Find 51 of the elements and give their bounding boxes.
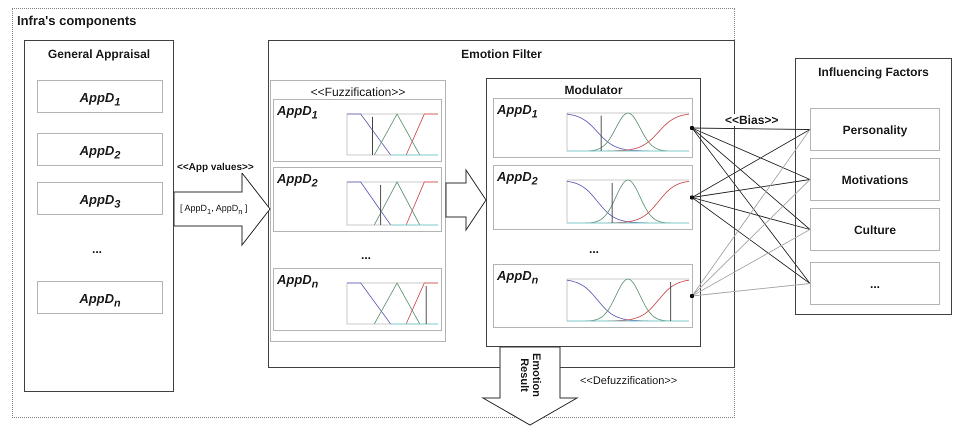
panel-title: Influencing Factors bbox=[817, 65, 930, 79]
edge-label: Emotion Result bbox=[518, 352, 542, 399]
dimension-label: AppD$_{2}$ bbox=[497, 169, 538, 188]
stereotype-label: <<Defuzzification>> bbox=[580, 376, 678, 387]
stereotype-label: <<Bias>> bbox=[724, 114, 780, 126]
block-arrow bbox=[481, 346, 579, 426]
dimension-label: AppD$_{1}$ bbox=[277, 103, 318, 122]
factor-box bbox=[810, 158, 940, 201]
dimension-box bbox=[37, 182, 163, 215]
membership-chart-box bbox=[493, 264, 693, 328]
factor-box bbox=[810, 262, 940, 305]
ellipsis: ... bbox=[589, 243, 600, 255]
membership-chart-box bbox=[273, 268, 442, 331]
membership-chart-box bbox=[273, 99, 442, 162]
dimension-box bbox=[37, 80, 163, 113]
connector-line bbox=[690, 196, 810, 284]
connector-line bbox=[690, 283, 810, 298]
dimension-label: AppD$_{n}$ bbox=[277, 272, 318, 291]
factor-box bbox=[810, 208, 940, 251]
modulator-panel bbox=[486, 78, 701, 347]
panel-title: Modulator bbox=[564, 83, 624, 97]
dimension-label: AppD$_{n}$ bbox=[497, 268, 538, 287]
ellipsis: ... bbox=[361, 249, 372, 261]
dimension-label: AppD$_{2}$ bbox=[277, 171, 318, 190]
panel-title: Emotion Filter bbox=[460, 47, 543, 61]
dimension-box bbox=[37, 281, 163, 314]
block-arrow bbox=[174, 172, 271, 246]
component-panel bbox=[795, 58, 952, 315]
fuzzification-panel bbox=[270, 80, 446, 342]
membership-chart-box bbox=[493, 98, 693, 158]
dimension-label: AppD$_{n}$ bbox=[78, 291, 122, 310]
dimension-label: AppD$_{2}$ bbox=[78, 143, 122, 162]
data-label: [ AppD$_{1}$, AppD$_{n}$ ] bbox=[180, 204, 248, 216]
membership-chart-box bbox=[493, 165, 693, 230]
dimension-label: AppD$_{1}$ bbox=[78, 90, 122, 109]
factor-label: Motivations bbox=[840, 173, 910, 187]
factor-label: Culture bbox=[853, 223, 897, 237]
component-panel bbox=[24, 40, 174, 392]
panel-title: <<Fuzzification>> bbox=[310, 85, 406, 99]
panel-title: General Appraisal bbox=[46, 47, 152, 61]
block-arrow bbox=[446, 168, 487, 232]
factor-label: Personality bbox=[842, 123, 908, 137]
ellipsis: ... bbox=[92, 243, 102, 255]
boundary-title: Infra's components bbox=[17, 13, 136, 28]
dimension-label: AppD$_{1}$ bbox=[497, 102, 538, 121]
dimension-label: AppD$_{3}$ bbox=[78, 192, 122, 211]
factor-box bbox=[810, 108, 940, 151]
dimension-box bbox=[37, 133, 163, 166]
edge-label: <<App values>> bbox=[177, 163, 254, 173]
membership-chart-box bbox=[273, 167, 442, 232]
factor-label: ... bbox=[868, 277, 881, 291]
